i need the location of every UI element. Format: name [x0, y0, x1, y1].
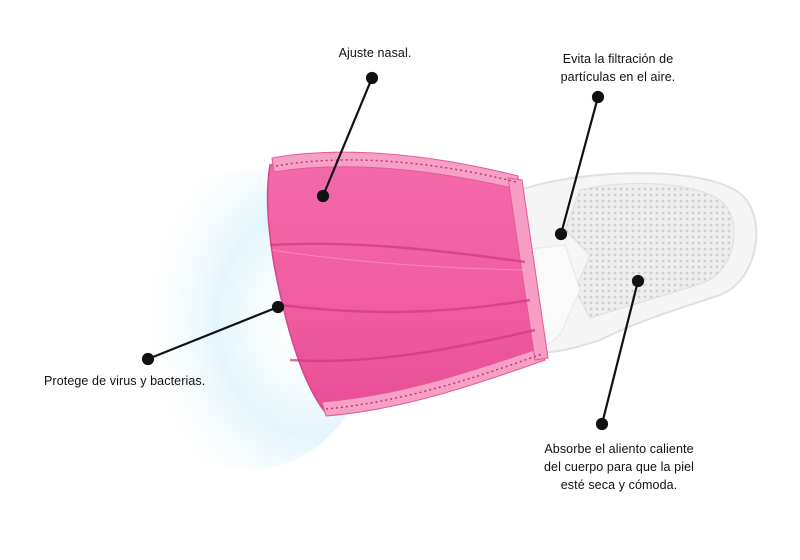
absorb-dot [595, 417, 609, 431]
absorption-label-line2: del cuerpo para que la piel [543, 460, 695, 474]
filtration-label: Evita la filtración de partículas en el … [518, 50, 718, 86]
nasal-fit-label: Ajuste nasal. [338, 46, 412, 60]
absorption-label: Absorbe el aliento caliente del cuerpo p… [494, 440, 744, 494]
virus-target-dot [271, 300, 285, 314]
nasal-leader-line [321, 77, 374, 197]
filter-target-dot [554, 227, 568, 241]
absorb-leader-line [600, 280, 640, 425]
filter-dot [591, 90, 605, 104]
filter-leader-line [559, 96, 600, 235]
absorption-label-line1: Absorbe el aliento caliente [544, 442, 694, 456]
callout-lines [141, 71, 645, 431]
nasal-dot [365, 71, 379, 85]
filtration-label-line2: partículas en el aire. [560, 70, 676, 84]
inner-layer [518, 172, 758, 353]
absorption-label-line3: esté seca y cómoda. [560, 478, 678, 492]
absorb-target-dot [631, 274, 645, 288]
nasal-target-dot [316, 189, 330, 203]
filtration-label-line1: Evita la filtración de [562, 52, 674, 66]
virus-dot [141, 352, 155, 366]
virus-leader-line [147, 305, 279, 361]
mask-body [266, 151, 549, 417]
virus-protection-label: Protege de virus y bacterias. [44, 374, 206, 388]
